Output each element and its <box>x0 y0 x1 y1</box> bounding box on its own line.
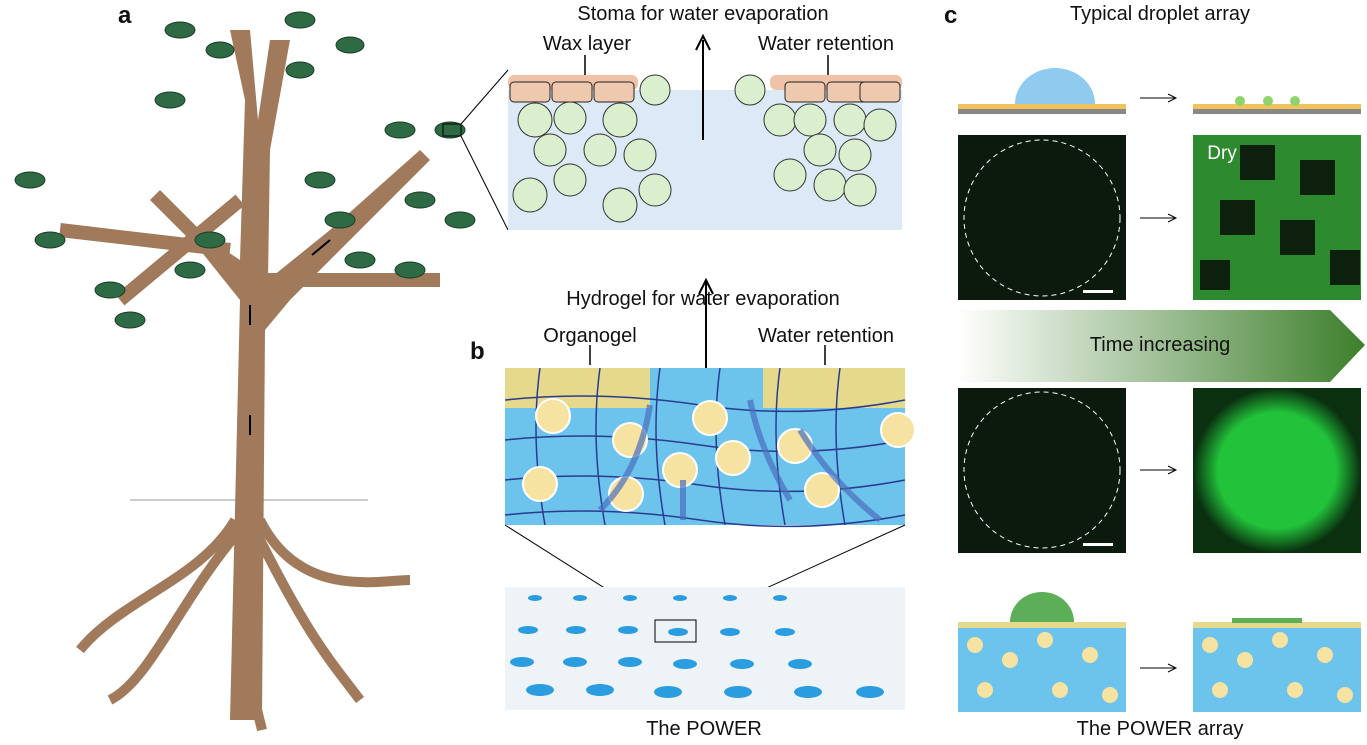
power-photo <box>505 587 905 710</box>
wax-layer-label: Wax layer <box>542 33 632 55</box>
stoma-title: Stoma for water evaporation <box>577 3 829 25</box>
hydrogel-title: Hydrogel for water evaporation <box>566 288 840 310</box>
tree-illustration <box>14 11 509 732</box>
panel-label-c: c <box>944 2 958 29</box>
power-array-caption: The POWER array <box>1076 718 1244 740</box>
droplet-title: Typical droplet array <box>1069 3 1251 25</box>
fluorescence-images <box>958 135 1365 553</box>
stoma-inset <box>508 33 902 230</box>
hydrogel-diagram <box>504 277 916 621</box>
water-retention-label-a: Water retention <box>758 33 894 55</box>
panel-label-a: a <box>118 2 132 29</box>
water-retention-label-b: Water retention <box>758 325 894 347</box>
time-arrow-label: Time increasing <box>1089 334 1231 356</box>
droplet-schematic <box>958 68 1361 114</box>
panel-label-b: b <box>470 338 485 365</box>
organogel-label: Organogel <box>543 325 637 347</box>
power-caption: The POWER <box>646 718 762 740</box>
dry-label: Dry <box>1207 143 1237 164</box>
power-array-schematic <box>958 592 1361 712</box>
